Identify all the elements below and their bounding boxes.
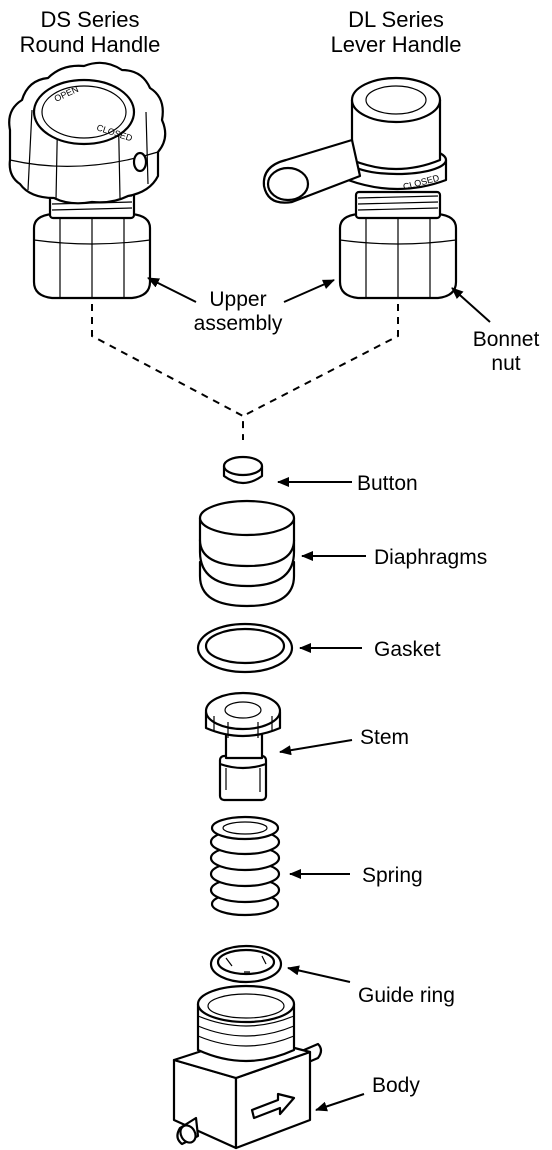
stem-label: Stem [360,726,409,749]
diaphragms-part [198,499,296,608]
dl-lever-handle-assembly: CLOSED [262,76,458,300]
body-part [172,984,323,1150]
button-part [222,455,264,485]
stem-arrow [279,739,353,756]
guide-ring-part [209,944,283,984]
spring-label: Spring [362,864,423,887]
guide-ring-arrow [287,965,351,983]
ds-title-line1: DS Series [40,7,139,32]
bonnet-nut-arrow [451,287,491,323]
bonnet-nut-callout: Bonnet nut [451,287,540,375]
diaphragms-label: Diaphragms [374,546,487,569]
assembly-dash-left [91,304,244,440]
upper-assembly-label-2: assembly [194,312,283,335]
body-label: Body [372,1074,420,1097]
gasket-part [196,622,294,674]
dl-title-line2: Lever Handle [331,32,462,57]
body-arrow [315,1093,365,1112]
dl-title-line1: DL Series [348,7,444,32]
bonnet-nut-label-1: Bonnet [473,328,540,351]
bonnet-nut-label-2: nut [491,352,520,375]
guide-ring-label: Guide ring [358,984,455,1007]
upper-assembly-callout: Upper assembly [147,277,335,335]
ds-series-title: DS Series Round Handle [20,7,161,57]
assembly-dash-right [242,304,399,417]
button-label: Button [357,472,418,495]
gasket-label: Gasket [374,638,441,661]
spring-part [209,815,281,917]
ds-title-line2: Round Handle [20,32,161,57]
upper-assembly-arrow-right [283,279,335,303]
dl-series-title: DL Series Lever Handle [331,7,462,57]
stem-part [204,691,282,802]
upper-assembly-arrow-left [147,277,197,303]
upper-assembly-label-1: Upper [209,288,266,311]
ds-round-handle-assembly: OPEN CLOSED [8,61,167,300]
